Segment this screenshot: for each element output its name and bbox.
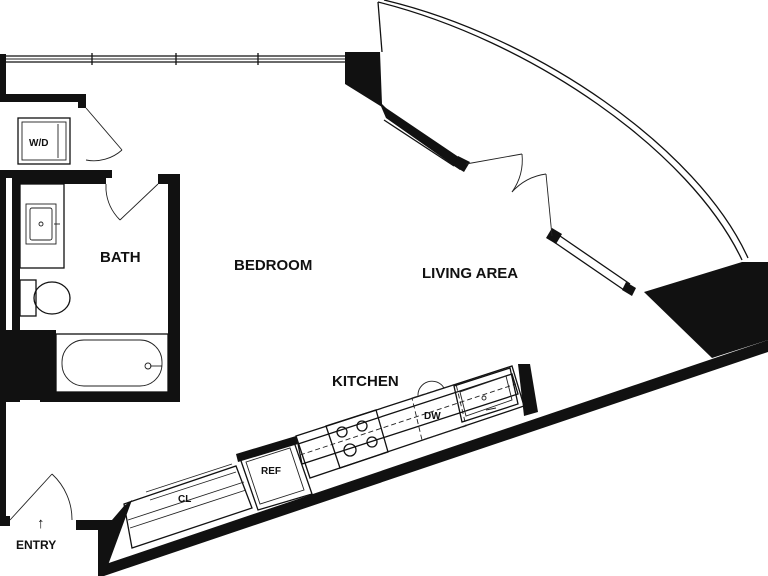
kitchen-counter: DW KITCHEN bbox=[295, 365, 525, 479]
balcony-doors bbox=[465, 153, 553, 237]
bottom-diagonal-wall bbox=[100, 340, 768, 576]
closet: CL bbox=[123, 463, 253, 549]
washer-dryer-closet: W/D bbox=[0, 94, 123, 178]
entry-label: ENTRY bbox=[16, 538, 56, 552]
kitchen-sink bbox=[453, 367, 519, 423]
closet-label: CL bbox=[178, 494, 191, 505]
top-window bbox=[4, 53, 345, 65]
dishwasher bbox=[411, 383, 467, 441]
entry-door: ↑ ENTRY bbox=[9, 473, 73, 552]
bath-label: BATH bbox=[100, 249, 141, 266]
diagonal-wall-pier-2 bbox=[546, 228, 562, 244]
diagonal-wall-pier-1 bbox=[454, 156, 470, 172]
kitchen-back-wall bbox=[518, 364, 538, 416]
washer-dryer-label: W/D bbox=[29, 138, 48, 149]
living-area-label: LIVING AREA bbox=[422, 265, 518, 282]
dishwasher-label: DW bbox=[424, 411, 441, 422]
left-wall-bottom bbox=[0, 402, 6, 522]
range bbox=[325, 409, 389, 469]
bedroom-label: BEDROOM bbox=[234, 257, 312, 274]
curved-glass-wall bbox=[377, 0, 749, 261]
entry-wall-right bbox=[76, 500, 132, 576]
diagonal-wall-pier-3 bbox=[622, 282, 636, 296]
diagonal-wall-1 bbox=[380, 104, 466, 170]
bathroom: BATH bbox=[12, 174, 180, 402]
left-wall-top bbox=[0, 54, 6, 98]
living-corner-wedge bbox=[644, 262, 768, 358]
kitchen-label: KITCHEN bbox=[332, 373, 399, 390]
entry-arrow-icon: ↑ bbox=[37, 515, 45, 532]
refrigerator-label: REF bbox=[261, 466, 281, 477]
corner-pier bbox=[345, 52, 390, 112]
left-wall-mid bbox=[0, 170, 6, 402]
refrigerator: REF bbox=[236, 436, 313, 511]
entry-wall-left bbox=[0, 516, 10, 526]
